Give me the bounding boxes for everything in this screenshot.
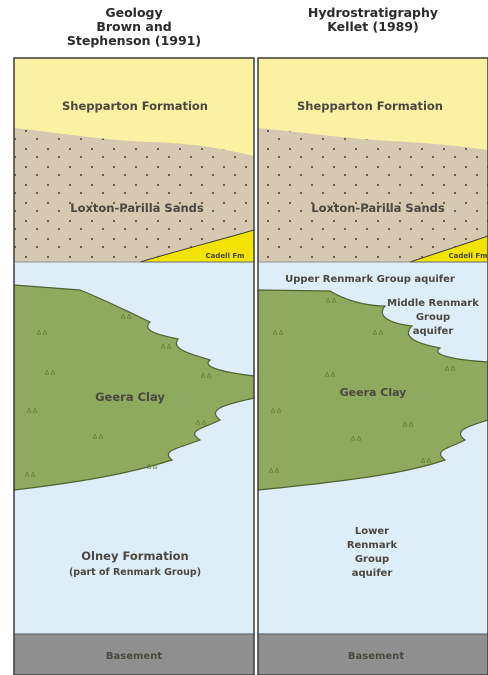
header-geology-line-1: Geology <box>105 5 163 20</box>
svg-text:ᐞᐞ: ᐞᐞ <box>146 462 158 475</box>
header-geology-line-2: Brown and <box>96 19 172 34</box>
header-geology: Geology Brown and Stephenson (1991) <box>14 6 254 48</box>
svg-text:ᐞᐞ: ᐞᐞ <box>372 328 384 341</box>
left-geera-label: Geera Clay <box>95 390 165 404</box>
svg-text:ᐞᐞ: ᐞᐞ <box>444 364 456 377</box>
right-lower-renmark-line-4: aquifer <box>352 568 393 579</box>
right-basement-layer <box>258 634 488 675</box>
right-middle-renmark-line-1: Middle Renmark <box>387 298 479 309</box>
right-loxton-dots <box>258 128 488 262</box>
left-basement-layer <box>14 634 254 675</box>
svg-text:ᐞᐞ: ᐞᐞ <box>160 342 172 355</box>
svg-text:ᐞᐞ: ᐞᐞ <box>200 371 212 384</box>
header-hydro-line-1: Hydrostratigraphy <box>307 5 439 20</box>
left-loxton-label: Loxton-Parilla Sands <box>70 201 204 215</box>
svg-text:ᐞᐞ: ᐞᐞ <box>325 296 337 309</box>
right-middle-renmark-line-3: aquifer <box>413 326 454 337</box>
svg-text:ᐞᐞ: ᐞᐞ <box>272 328 284 341</box>
svg-text:ᐞᐞ: ᐞᐞ <box>26 406 38 419</box>
left-cadell-label: Cadell Fm <box>206 252 245 260</box>
right-upper-renmark-label: Upper Renmark Group aquifer <box>285 274 455 285</box>
left-shepparton-label: Shepparton Formation <box>62 99 208 113</box>
right-geera-tufts: ᐞᐞ ᐞᐞ ᐞᐞ ᐞᐞ ᐞᐞ ᐞᐞ ᐞᐞ ᐞᐞ ᐞᐞ ᐞᐞ <box>268 296 456 479</box>
svg-text:ᐞᐞ: ᐞᐞ <box>195 418 207 431</box>
svg-text:ᐞᐞ: ᐞᐞ <box>120 312 132 325</box>
right-cadell-label: Cadell Fm <box>449 252 488 260</box>
left-olney-label: Olney Formation <box>81 549 188 563</box>
svg-text:ᐞᐞ: ᐞᐞ <box>92 432 104 445</box>
header-geology-line-3: Stephenson (1991) <box>66 33 202 48</box>
right-basement-label: Basement <box>348 651 404 662</box>
left-geera-tufts: ᐞᐞ ᐞᐞ ᐞᐞ ᐞᐞ ᐞᐞ ᐞᐞ ᐞᐞ ᐞᐞ ᐞᐞ ᐞᐞ <box>24 312 212 483</box>
right-middle-renmark-line-2: Group <box>416 312 450 323</box>
left-geera-layer <box>14 284 254 491</box>
left-loxton-dots <box>14 128 254 262</box>
svg-text:ᐞᐞ: ᐞᐞ <box>44 368 56 381</box>
left-olney-note: (part of Renmark Group) <box>69 567 201 578</box>
svg-text:ᐞᐞ: ᐞᐞ <box>36 328 48 341</box>
svg-text:ᐞᐞ: ᐞᐞ <box>270 406 282 419</box>
geology-column: ᐞᐞ ᐞᐞ ᐞᐞ ᐞᐞ ᐞᐞ ᐞᐞ ᐞᐞ ᐞᐞ ᐞᐞ ᐞᐞ <box>14 58 254 675</box>
header-hydro-line-2: Kellet (1989) <box>327 19 419 34</box>
right-geera-label: Geera Clay <box>340 386 407 399</box>
svg-text:ᐞᐞ: ᐞᐞ <box>268 466 280 479</box>
right-shepparton-label: Shepparton Formation <box>297 99 443 113</box>
right-lower-renmark-line-2: Renmark <box>347 540 398 551</box>
svg-text:ᐞᐞ: ᐞᐞ <box>420 456 432 469</box>
right-lower-renmark-line-1: Lower <box>355 526 389 537</box>
svg-text:ᐞᐞ: ᐞᐞ <box>350 434 362 447</box>
svg-text:ᐞᐞ: ᐞᐞ <box>324 370 336 383</box>
svg-text:ᐞᐞ: ᐞᐞ <box>402 420 414 433</box>
hydrostratigraphy-column: ᐞᐞ ᐞᐞ ᐞᐞ ᐞᐞ ᐞᐞ ᐞᐞ ᐞᐞ ᐞᐞ ᐞᐞ ᐞᐞ <box>258 58 488 675</box>
svg-text:ᐞᐞ: ᐞᐞ <box>24 470 36 483</box>
right-geera-layer <box>258 289 488 491</box>
right-lower-renmark-line-3: Group <box>355 554 389 565</box>
left-basement-label: Basement <box>106 651 162 662</box>
right-loxton-label: Loxton-Parilla Sands <box>311 201 445 215</box>
header-hydrostratigraphy: Hydrostratigraphy Kellet (1989) <box>258 6 488 34</box>
